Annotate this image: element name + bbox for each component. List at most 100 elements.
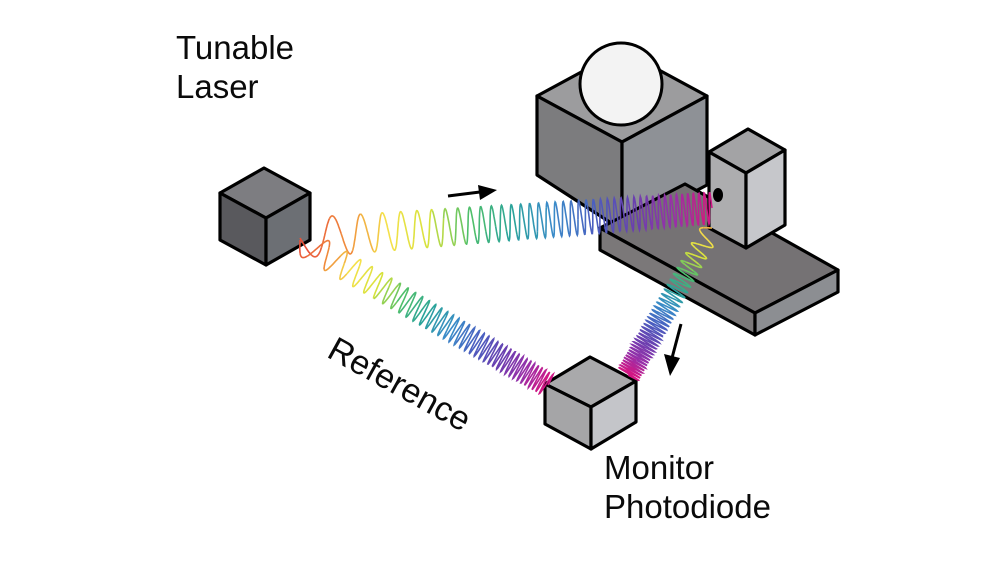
reference-beam-segment <box>503 352 524 379</box>
reflected-beam-segment <box>628 346 651 361</box>
reflected-beam-segment <box>685 251 700 265</box>
main-beam-segment <box>494 203 508 244</box>
main-beam-segment <box>474 205 487 244</box>
reference-beam-segment <box>381 283 400 305</box>
reference-beam-segment <box>346 258 362 275</box>
main-beam-segment <box>310 247 323 258</box>
main-beam-segment <box>619 194 630 235</box>
reference-beam-segment <box>448 320 466 347</box>
main-beam-segment <box>607 195 621 234</box>
reflected-beam-segment <box>648 312 672 324</box>
reference-beam-segment <box>322 239 331 248</box>
main-beam-segment <box>380 211 395 251</box>
main-beam-segment <box>568 199 579 238</box>
main-beam-segment <box>680 193 694 229</box>
tunable-laser-cube <box>218 166 312 267</box>
reference-beam-segment <box>482 336 499 363</box>
tunable-laser-label-line1: Tunable <box>176 29 295 66</box>
main-beam-segment <box>555 200 570 239</box>
reference-beam-segment <box>323 246 330 270</box>
main-beam-segment <box>658 192 672 231</box>
main-beam-segment <box>692 191 703 227</box>
detector-block-right <box>744 148 787 250</box>
main-beam-segment <box>423 208 434 249</box>
reference-beam-segment <box>390 282 402 310</box>
main-beam-segment <box>545 200 558 239</box>
reflected-beam-segment <box>666 283 689 294</box>
reflected-beam-segment <box>622 359 646 374</box>
reference-beam-segment <box>468 331 486 355</box>
reflected-beam-segment <box>629 343 654 359</box>
main-beam-segment <box>669 191 683 229</box>
main-beam-segment <box>527 202 539 241</box>
main-beam-segment <box>360 213 374 251</box>
reference-beam-segment <box>323 255 342 272</box>
laser-cube-right <box>264 191 312 267</box>
reflected-beam-segment <box>660 292 681 308</box>
reference-beam-segment <box>523 364 540 391</box>
monitor-label-line1: Monitor <box>604 449 715 486</box>
reflected-beam-segment <box>651 308 674 321</box>
reflected-beam-segment <box>673 274 692 289</box>
monitor-photodiode-label: Monitor Photodiode <box>604 448 771 526</box>
main-beam-segment <box>638 193 652 233</box>
main-beam-segment <box>431 210 445 248</box>
arrow-right <box>447 185 497 200</box>
reference-beam-segment <box>398 291 417 314</box>
reflected-beam-segment <box>623 354 648 370</box>
reference-beam-segment <box>418 303 437 326</box>
arrow-down <box>664 323 683 376</box>
reference-beam-segment <box>511 353 529 382</box>
reflected-beam-segment <box>666 285 686 299</box>
reference-beam-segment <box>339 263 348 281</box>
reference-beam-segment <box>535 371 556 396</box>
reflected-beam-segment <box>663 288 684 304</box>
main-beam-segment <box>465 206 477 245</box>
reference-beam-segment <box>424 307 443 330</box>
main-beam-segment <box>328 215 342 234</box>
reference-beam-segment <box>299 253 308 259</box>
reflected-beam-segment <box>618 366 641 382</box>
reflected-beam-segment <box>672 272 695 283</box>
reflected-beam-segment <box>698 226 704 232</box>
reflected-beam-segment <box>679 267 699 276</box>
main-beam-segment <box>650 192 660 231</box>
tunable-laser-label-line2: Laser <box>176 68 259 105</box>
reflected-beam-segment <box>626 351 649 367</box>
main-beam <box>299 191 713 258</box>
main-beam-segment <box>485 204 497 244</box>
main-beam-segment <box>536 201 548 240</box>
reference-beam-segment <box>463 325 481 353</box>
reference-beam-segment <box>358 265 374 281</box>
reference-beam <box>299 239 556 396</box>
detector-aperture <box>713 188 723 202</box>
reference-beam-segment <box>306 242 324 257</box>
main-beam-segment <box>516 202 529 242</box>
reflected-beam-segment <box>707 239 714 249</box>
reflected-beam-segment <box>686 252 707 260</box>
reference-beam-segment <box>351 265 361 288</box>
reference-beam-segment <box>405 295 424 319</box>
main-beam-segment <box>442 207 457 247</box>
reference-beam-segment <box>372 271 384 299</box>
monitor-cube-right <box>589 379 638 451</box>
reflected-beam-segment <box>658 297 680 310</box>
monitor-label-line2: Photodiode <box>604 488 771 525</box>
reflected-beam-segment <box>676 266 695 282</box>
reference-beam-segment <box>473 334 490 361</box>
reference-beam-segment <box>340 250 348 264</box>
reflected-beam-segment <box>644 319 669 332</box>
reference-beam-segment <box>430 310 449 333</box>
reference-beam-segment <box>362 275 380 294</box>
main-beam-segment <box>505 203 518 242</box>
main-beam-segment <box>351 213 361 252</box>
reference-beam-segment <box>396 287 410 314</box>
tunable-laser-label: Tunable Laser <box>176 28 294 106</box>
reflected-beam-segment <box>640 325 664 342</box>
reference-beam-segment <box>486 341 504 367</box>
reflected-beam-segment <box>696 243 713 249</box>
reflected-beam-segment <box>633 335 658 350</box>
reflected-beam-segment <box>643 322 667 338</box>
reference-beam-segment <box>455 323 471 350</box>
